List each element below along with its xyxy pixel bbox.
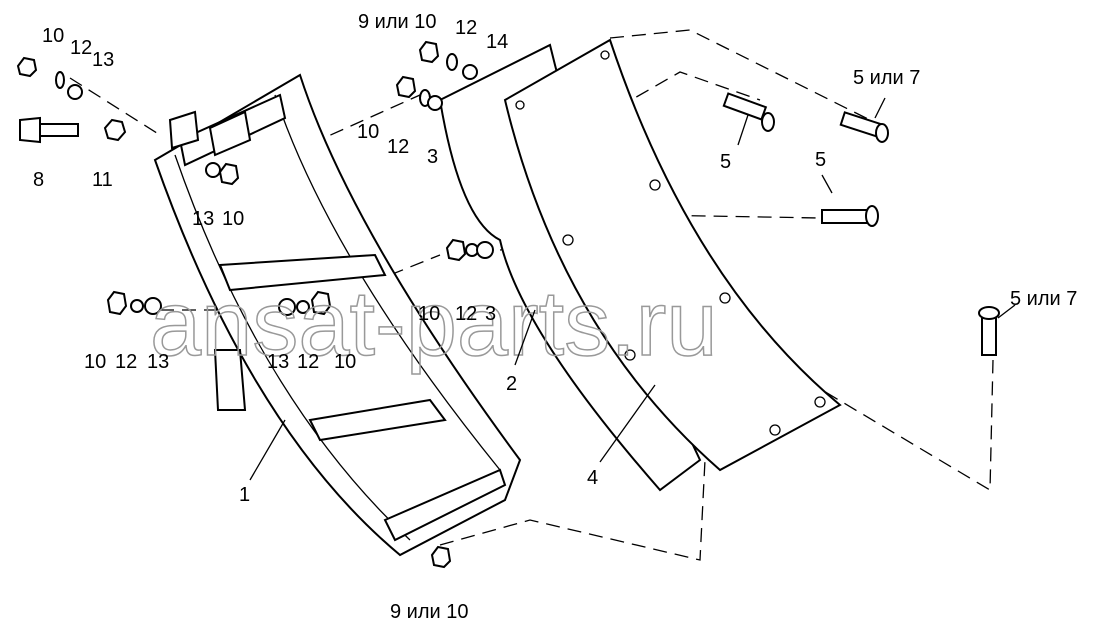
callout: 12 <box>297 351 319 373</box>
callout: 2 <box>506 373 517 395</box>
watermark: ansat-parts.ru <box>150 273 718 375</box>
part-4-liner <box>503 38 842 472</box>
callout: 9 или 10 <box>390 601 469 623</box>
callout: 5 или 7 <box>853 67 920 89</box>
callout: 12 <box>70 37 92 59</box>
callout: 3 <box>485 303 496 325</box>
callout: 3 <box>427 146 438 168</box>
callout: 5 <box>720 151 731 173</box>
callout: 13 <box>92 49 114 71</box>
callout: 9 или 10 <box>358 11 437 33</box>
callout: 13 <box>267 351 289 373</box>
callout: 13 <box>147 351 169 373</box>
callout: 10 <box>334 351 356 373</box>
callout: 12 <box>455 17 477 39</box>
callout: 11 <box>92 169 113 191</box>
callout: 10 <box>357 121 379 143</box>
callout: 4 <box>587 467 598 489</box>
callout: 12 <box>455 303 477 325</box>
callout-labels: 10 12 13 8 11 13 10 9 или 10 12 14 10 12… <box>33 11 1077 623</box>
callout: 10 <box>84 351 106 373</box>
callout: 10 <box>42 25 64 47</box>
fasteners <box>16 40 1000 569</box>
callout: 12 <box>115 351 137 373</box>
callout: 5 или 7 <box>1010 288 1077 310</box>
callout: 12 <box>387 136 409 158</box>
callout: 13 <box>192 208 214 230</box>
callout: 1 <box>239 484 250 506</box>
leader-lines <box>249 97 1016 481</box>
callout: 14 <box>486 31 508 53</box>
callout: 10 <box>222 208 244 230</box>
callout: 8 <box>33 169 44 191</box>
callout: 10 <box>418 303 440 325</box>
part-1-bracket <box>153 73 522 557</box>
callout: 5 <box>815 149 826 171</box>
